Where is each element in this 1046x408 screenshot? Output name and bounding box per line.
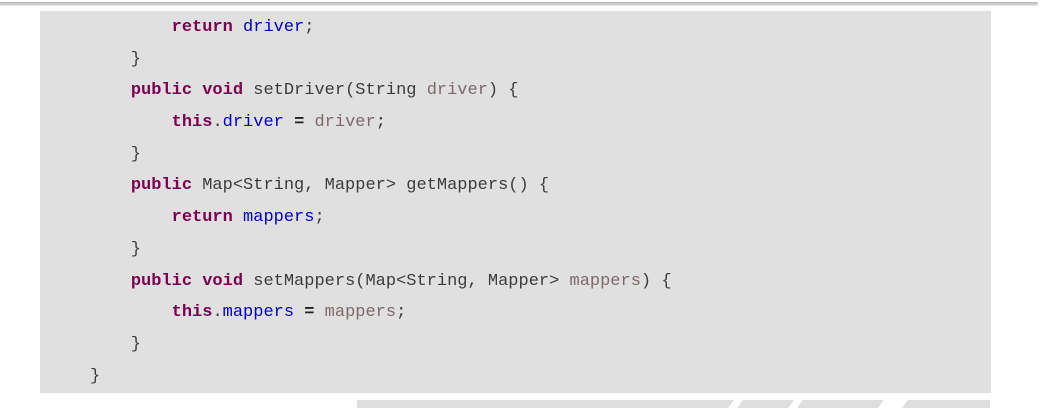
code-token <box>90 176 131 195</box>
code-token <box>294 303 304 322</box>
code-line: } <box>90 44 991 76</box>
code-token: } <box>90 49 142 69</box>
code-line: return driver; <box>90 12 991 44</box>
code-token: ; <box>314 208 325 228</box>
code-token: setMappers(Map<String, Mapper> <box>243 271 570 291</box>
code-token <box>304 113 314 132</box>
code-token <box>192 272 202 291</box>
code-token <box>284 113 294 132</box>
code-line: } <box>90 361 991 393</box>
code-token: } <box>90 366 101 386</box>
java-code-block: return driver; } public void setDriver(S… <box>40 11 991 393</box>
code-line: public void setMappers(Map<String, Mappe… <box>90 266 991 298</box>
code-token: mappers <box>243 208 315 228</box>
code-token: return <box>171 18 233 37</box>
code-token: = <box>294 113 305 133</box>
code-token <box>90 81 131 100</box>
code-token <box>314 303 324 322</box>
code-line: this.mappers = mappers; <box>90 297 991 329</box>
code-token: ; <box>304 18 315 37</box>
code-token: public <box>130 176 193 196</box>
code-token <box>233 18 243 37</box>
code-token: mappers <box>324 303 397 323</box>
code-token: . <box>212 113 223 133</box>
code-token: this <box>171 303 213 323</box>
watermark-graphic <box>357 400 990 408</box>
code-token: driver <box>426 81 488 101</box>
code-token: ) { <box>640 271 672 291</box>
code-token: driver <box>222 113 284 133</box>
code-token: } <box>90 334 142 354</box>
code-token: void <box>202 81 244 101</box>
code-token <box>90 18 172 37</box>
code-line: this.driver = driver; <box>90 107 991 139</box>
code-token <box>192 81 202 100</box>
horizontal-divider <box>0 2 1038 6</box>
code-token: = <box>304 303 315 323</box>
code-token: public <box>130 81 193 101</box>
watermark-slash-gap <box>725 400 746 408</box>
code-token: . <box>212 303 223 323</box>
code-token <box>233 208 243 227</box>
watermark-slash-gap <box>875 400 911 408</box>
code-token <box>90 113 172 132</box>
code-line: } <box>90 329 991 361</box>
code-token: ) { <box>487 81 519 101</box>
code-token: ; <box>396 303 407 323</box>
code-token: driver <box>314 113 376 133</box>
code-line: public void setDriver(String driver) { <box>90 75 991 107</box>
code-line: } <box>90 139 991 171</box>
code-line: } <box>90 234 991 266</box>
code-token: void <box>202 271 244 291</box>
code-token: driver <box>243 18 305 37</box>
code-token: mappers <box>569 271 641 291</box>
code-token: } <box>90 239 142 259</box>
code-token: ; <box>375 113 386 133</box>
code-token: return <box>171 208 233 228</box>
code-token: setDriver(String <box>243 81 427 101</box>
code-token: this <box>171 113 213 133</box>
code-token: mappers <box>222 303 295 323</box>
code-token <box>90 303 172 322</box>
code-token: } <box>90 144 142 164</box>
code-token: public <box>130 271 193 291</box>
code-token <box>90 272 131 291</box>
code-token <box>90 208 172 227</box>
code-token: Map<String, Mapper> getMappers() { <box>192 176 550 196</box>
watermark-slash-gap <box>785 400 806 408</box>
code-line: public Map<String, Mapper> getMappers() … <box>90 170 991 202</box>
code-line: return mappers; <box>90 202 991 234</box>
